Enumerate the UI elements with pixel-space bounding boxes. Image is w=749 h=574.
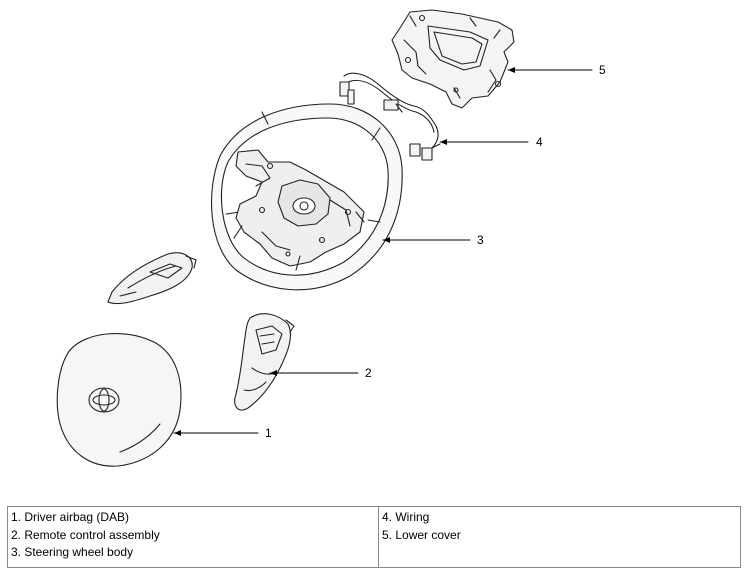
legend-item-4: 4. Wiring: [382, 510, 430, 524]
remote-control-assembly-part: [234, 313, 295, 411]
legend-item-5: 5. Lower cover: [382, 527, 461, 542]
leader-lines: [173, 67, 593, 436]
legend-item-3: 3. Steering wheel body: [11, 545, 134, 559]
remote-control-left-part: [107, 252, 197, 305]
legend-column-left: 1. Driver airbag (DAB) 2. Remote control…: [7, 506, 379, 568]
legend-column-right: 4. Wiring 5. Lower cover: [378, 506, 741, 568]
legend-item-1: 1. Driver airbag (DAB): [11, 510, 130, 524]
callout-2: 2: [365, 366, 372, 380]
lower-cover-part: [391, 9, 515, 109]
steering-wheel-body-part: [211, 103, 403, 291]
exploded-view-diagram: 5 4 3 2 1: [56, 9, 606, 467]
legend-item-2: 2. Remote control assembly: [11, 527, 160, 542]
parts-legend-table: 1. Driver airbag (DAB) 2. Remote control…: [7, 506, 741, 568]
callout-3: 3: [477, 233, 484, 247]
callout-5: 5: [599, 63, 606, 77]
brand-logo-icon: [88, 387, 120, 413]
wiring-harness-part: [339, 72, 441, 161]
driver-airbag-part: [56, 333, 182, 467]
callout-1: 1: [265, 426, 272, 440]
callout-4: 4: [536, 135, 543, 149]
